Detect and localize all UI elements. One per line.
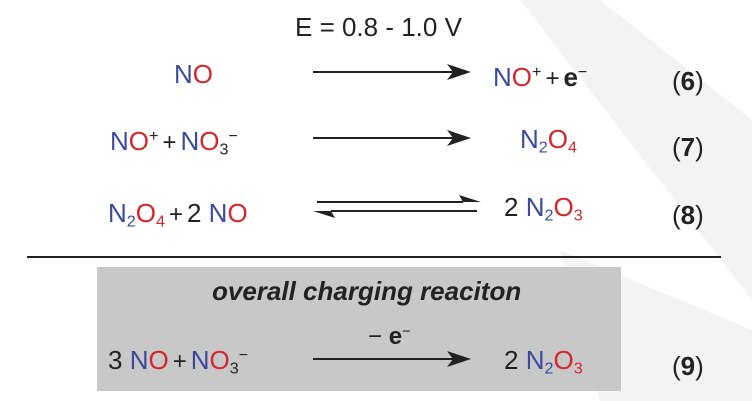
- electron-symbol: e: [563, 62, 578, 92]
- count-sub: 2: [544, 359, 554, 378]
- eq7-number: (7): [672, 132, 704, 162]
- eq6-number: (6): [672, 66, 704, 96]
- count-sub: 3: [573, 359, 583, 378]
- oxygen-symbol: O: [192, 59, 214, 89]
- minus-sign: −: [368, 323, 383, 350]
- nitrogen-symbol: N: [525, 345, 545, 375]
- eq7-product: N2O4: [520, 124, 577, 156]
- eq9-arrow-label: − e−: [368, 323, 411, 350]
- count-sub: 4: [155, 212, 165, 231]
- count-sub: 2: [538, 138, 548, 157]
- charge-sup: −: [228, 127, 238, 146]
- nitrogen-symbol: N: [190, 345, 210, 375]
- eq9-number: (9): [672, 351, 704, 381]
- coefficient: 2: [504, 192, 519, 222]
- box-title: overall charging reaciton: [212, 276, 522, 306]
- count-sub: 2: [126, 212, 136, 231]
- coefficient: 3: [108, 345, 123, 375]
- nitrogen-symbol: N: [110, 126, 129, 156]
- plus-sign: +: [162, 129, 177, 156]
- coefficient: 2: [504, 345, 519, 375]
- eq9-reactants: 3 NO+NO3−: [108, 345, 249, 377]
- electron-symbol: e: [388, 323, 403, 350]
- count-sub: 3: [229, 359, 239, 378]
- oxygen-symbol: O: [199, 126, 220, 156]
- potential-condition: E = 0.8 - 1.0 V: [295, 12, 462, 42]
- oxygen-symbol: O: [547, 124, 568, 154]
- eq6-product: NO++e−: [493, 64, 587, 91]
- eq9-product: 2 N2O3: [504, 345, 583, 377]
- separator-line: [27, 256, 721, 258]
- eq8-number: (8): [672, 200, 704, 230]
- eq6-arrow: [313, 64, 471, 80]
- charge-sup: +: [149, 127, 159, 146]
- eq7-reactants: NO++NO3−: [110, 126, 238, 158]
- plus-sign: +: [168, 201, 183, 228]
- oxygen-symbol: O: [227, 198, 248, 228]
- nitrogen-symbol: N: [525, 192, 545, 222]
- charge-sup: −: [577, 63, 588, 82]
- charge-sup: +: [532, 63, 542, 82]
- eq6-reactant: NO: [174, 61, 213, 87]
- oxygen-symbol: O: [148, 345, 169, 375]
- eq9-arrow: [313, 351, 471, 367]
- count-sub: 2: [544, 206, 554, 225]
- oxygen-symbol: O: [553, 192, 574, 222]
- oxygen-symbol: O: [209, 345, 230, 375]
- oxygen-symbol: O: [553, 345, 574, 375]
- eq7-arrow: [313, 130, 471, 146]
- nitrogen-symbol: N: [493, 62, 512, 92]
- count-sub: 4: [567, 138, 577, 157]
- oxygen-symbol: O: [511, 62, 533, 92]
- plus-sign: +: [172, 348, 187, 375]
- charge-sup: −: [238, 346, 249, 365]
- overall-reaction-box: [97, 267, 621, 391]
- eq8-equilibrium-arrows: [313, 195, 481, 218]
- nitrogen-symbol: N: [174, 59, 193, 89]
- oxygen-symbol: O: [128, 126, 150, 156]
- nitrogen-symbol: N: [520, 124, 539, 154]
- eq8-reactants: N2O4+2 NO: [108, 198, 248, 230]
- coefficient: 2: [186, 198, 202, 228]
- count-sub: 3: [219, 140, 229, 159]
- nitrogen-symbol: N: [208, 198, 228, 228]
- eq8-product: 2 N2O3: [504, 192, 583, 224]
- count-sub: 3: [573, 206, 583, 225]
- nitrogen-symbol: N: [180, 126, 200, 156]
- nitrogen-symbol: N: [129, 345, 149, 375]
- plus-sign: +: [545, 65, 560, 92]
- charge-sup: −: [402, 323, 411, 340]
- oxygen-symbol: O: [135, 198, 156, 228]
- nitrogen-symbol: N: [108, 198, 127, 228]
